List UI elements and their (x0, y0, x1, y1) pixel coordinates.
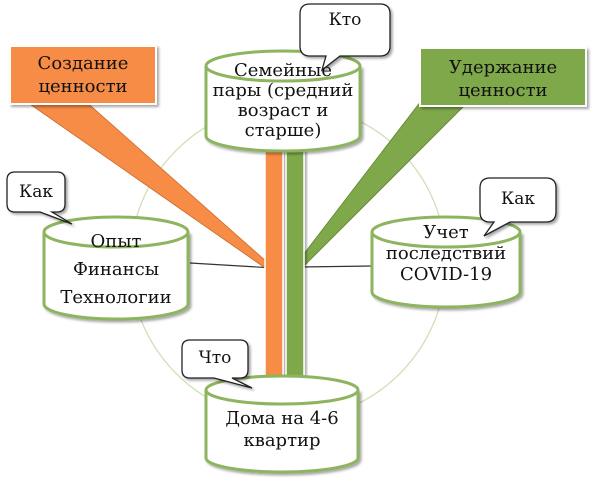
orange-bar (264, 149, 284, 381)
value-retention-banner (419, 47, 587, 107)
cylinder-right (370, 215, 522, 309)
callout-what-label: Что (198, 348, 232, 368)
value-retention-line-2: ценности (458, 80, 548, 101)
cylinder-top-line-3: возраст и (237, 100, 329, 121)
cylinder-left-text: Опыт Финансы Технологии (44, 228, 188, 312)
cylinder-right-line-1: Учет (423, 222, 469, 243)
cylinder-right-text: Учет последствий COVID-19 (372, 222, 520, 285)
cylinder-left-line-2: Финансы (72, 259, 160, 280)
spoke-left (189, 262, 275, 269)
spoke-right (299, 265, 373, 268)
value-creation-line-1: Создание (37, 53, 129, 74)
value-retention-label: Удержание ценности (420, 56, 586, 102)
cylinder-bottom-line-1: Дома на 4-6 (225, 408, 339, 429)
callout-how-right-shape (479, 177, 557, 237)
cylinder-right-line-2: последствий (385, 243, 507, 264)
callout-who-shape (299, 3, 391, 72)
cylinder-top-text: Семейные пары (средний возраст и старше) (206, 61, 360, 141)
cylinder-bottom-text: Дома на 4-6 квартир (206, 408, 358, 452)
callout-how-right-label: Как (501, 189, 535, 209)
cylinder-left-line-3: Технологии (60, 287, 172, 308)
callout-who-label: Кто (328, 10, 362, 30)
cylinder-top-line-1: Семейные (233, 60, 333, 81)
cylinder-left (42, 215, 190, 321)
cylinder-left-line-1: Опыт (90, 231, 142, 252)
callout-what-shape (181, 339, 253, 389)
value-retention-line-1: Удержание (448, 57, 558, 78)
callout-how-left-label: Как (19, 182, 53, 202)
value-creation-banner (9, 45, 157, 105)
cylinder-top-line-4: старше) (244, 120, 322, 141)
cylinder-top-line-2: пары (средний (212, 80, 354, 101)
green-bar (285, 149, 305, 381)
callout-how-left-shape (6, 171, 73, 225)
cylinder-right-line-3: COVID-19 (399, 264, 493, 285)
value-creation-line-2: ценности (38, 76, 128, 97)
cylinder-bottom (204, 374, 360, 474)
cylinder-bottom-line-2: квартир (243, 430, 321, 451)
cylinder-top (204, 49, 362, 153)
value-creation-label: Создание ценности (10, 52, 156, 98)
